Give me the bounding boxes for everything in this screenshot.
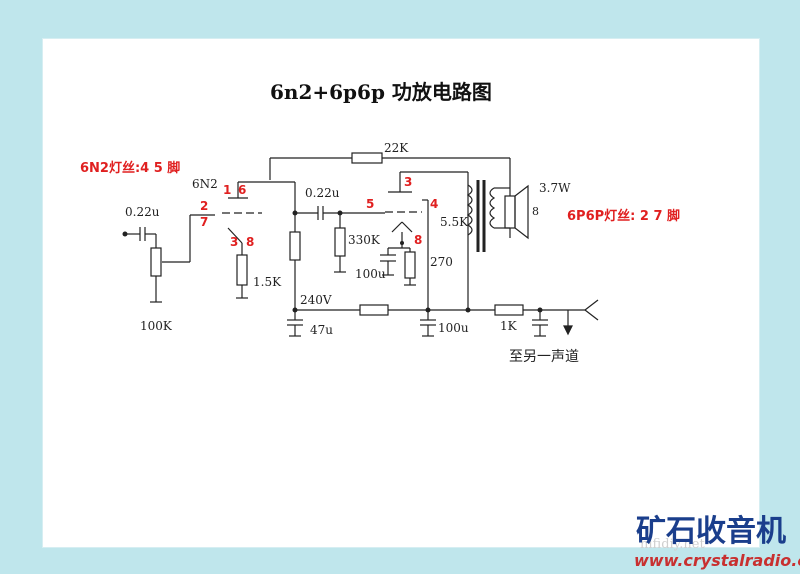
pin-v1-8: 8 xyxy=(246,235,254,249)
label-c1: 47u xyxy=(310,323,333,337)
wiring xyxy=(125,152,599,337)
label-rf: 22K xyxy=(384,141,409,155)
faint-watermark: hifidiy.net xyxy=(640,537,705,552)
label-r-filter: 1K xyxy=(500,319,518,333)
junctions xyxy=(122,210,543,313)
pin-v1-2: 2 xyxy=(200,199,208,213)
filament-note-6p6p: 6P6P灯丝: 2 7 脚 xyxy=(567,208,680,224)
label-6n2: 6N2 xyxy=(192,177,218,191)
pin-v2-3: 3 xyxy=(404,175,412,189)
pin-v1-7: 7 xyxy=(200,215,208,229)
label-ot: 5.5K xyxy=(440,215,469,229)
label-b-plus: 240V xyxy=(300,293,332,307)
watermark-url: www.crystalradio.cn xyxy=(634,551,800,570)
label-c-couple: 0.22u xyxy=(305,186,340,200)
watermark-brand: 矿石收音机 xyxy=(636,514,786,549)
label-c2: 100u xyxy=(438,321,469,335)
label-rk1: 1.5K xyxy=(253,275,282,289)
pin-v2-5: 5 xyxy=(366,197,374,211)
diagram-title: 6n2+6p6p 功放电路图 xyxy=(270,80,492,104)
label-rg2: 330K xyxy=(348,233,381,247)
label-rk2: 270 xyxy=(430,255,453,269)
pin-v1-1: 1 xyxy=(223,183,231,197)
label-pot: 100K xyxy=(140,319,173,333)
label-ck2: 100u xyxy=(355,267,386,281)
label-other-channel: 至另一声道 xyxy=(509,349,579,365)
pin-v1-3: 3 xyxy=(230,235,238,249)
pin-v1-6: 6 xyxy=(238,183,246,197)
label-c-in: 0.22u xyxy=(125,205,160,219)
filament-note-6n2: 6N2灯丝:4 5 脚 xyxy=(80,160,180,176)
label-power: 3.7W xyxy=(539,181,571,195)
label-ot-sec: 8 xyxy=(532,205,539,218)
pin-v2-8: 8 xyxy=(414,233,422,247)
pin-v2-4: 4 xyxy=(430,197,438,211)
diagram-sheet xyxy=(42,38,760,548)
